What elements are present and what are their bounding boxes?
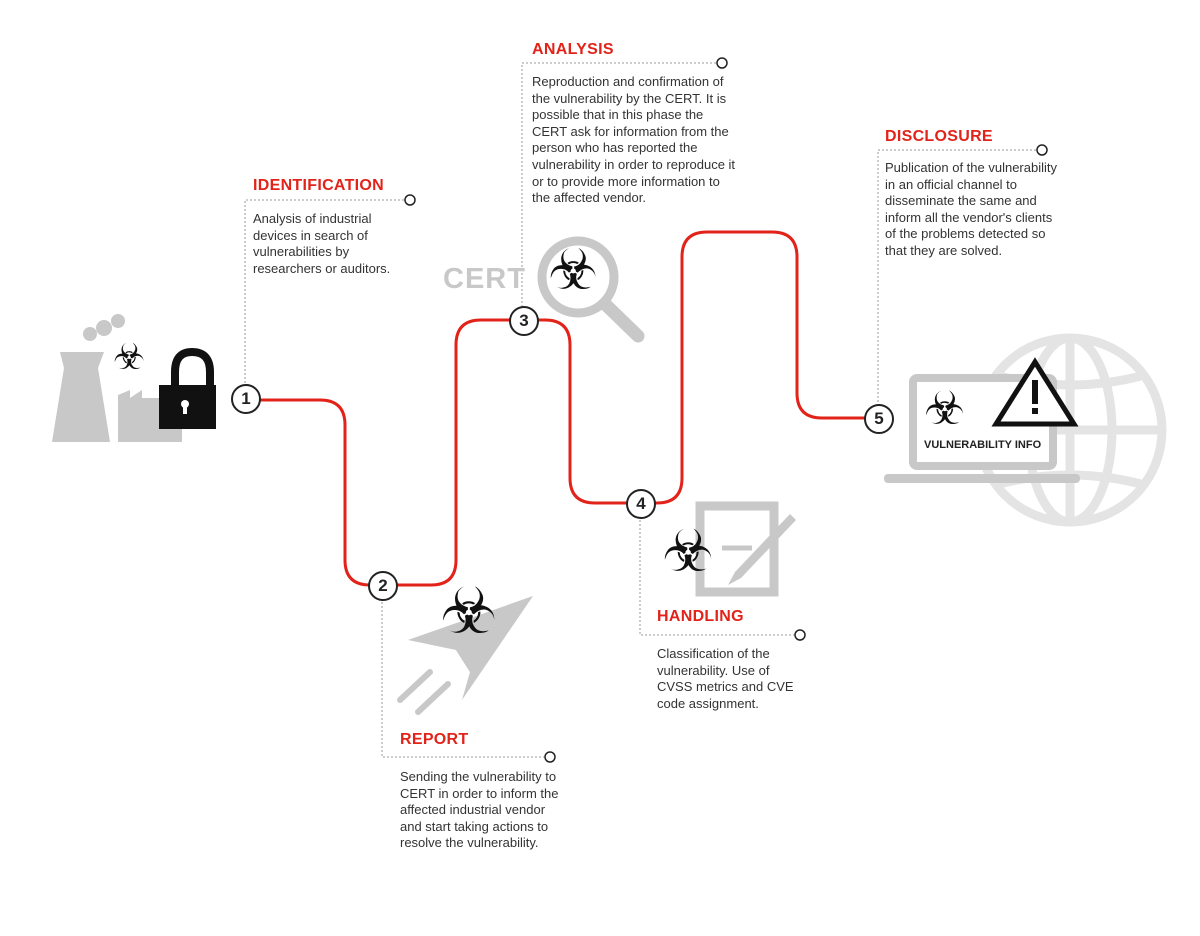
vulnerability-info-label: VULNERABILITY INFO	[924, 439, 1042, 451]
step-node-1: 1	[231, 384, 261, 414]
dotted-connectors	[244, 62, 1036, 758]
step-description-identification: Analysis of industrial devices in search…	[253, 211, 391, 276]
connector-end-circles	[404, 57, 1048, 763]
step-title-handling: HANDLING	[657, 608, 744, 625]
process-path	[258, 230, 866, 587]
step-node-4: 4	[626, 489, 656, 519]
biohazard-icon: ☣	[113, 337, 146, 378]
step-title-report: REPORT	[400, 731, 469, 748]
step-description-report: Sending the vulnerability to CERT in ord…	[400, 769, 559, 851]
step-title-disclosure: DISCLOSURE	[885, 128, 993, 145]
biohazard-icon: ☣	[924, 381, 966, 435]
step-description-disclosure: Publication of the vulnerability in an o…	[885, 160, 1057, 258]
globe-icon	[973, 333, 1167, 527]
biohazard-icon: ☣	[548, 238, 599, 303]
biohazard-icon: ☣	[440, 575, 498, 649]
open-lock-icon	[159, 347, 216, 429]
step-node-5: 5	[864, 404, 894, 434]
step-node-3: 3	[509, 306, 539, 336]
magnifier-icon	[537, 236, 645, 343]
step-description-handling: Classification of the vulnerability. Use…	[657, 646, 794, 711]
step-description-analysis: Reproduction and confirmation of the vul…	[532, 74, 736, 206]
cert-label: CERT	[443, 263, 526, 295]
step-node-2: 2	[368, 571, 398, 601]
step-title-identification: IDENTIFICATION	[253, 177, 385, 194]
step-title-analysis: ANALYSIS	[532, 41, 614, 58]
biohazard-icon: ☣	[662, 517, 714, 585]
warning-icon	[991, 357, 1079, 427]
document-edit-icon	[695, 501, 796, 597]
paper-plane-icon	[397, 596, 533, 715]
